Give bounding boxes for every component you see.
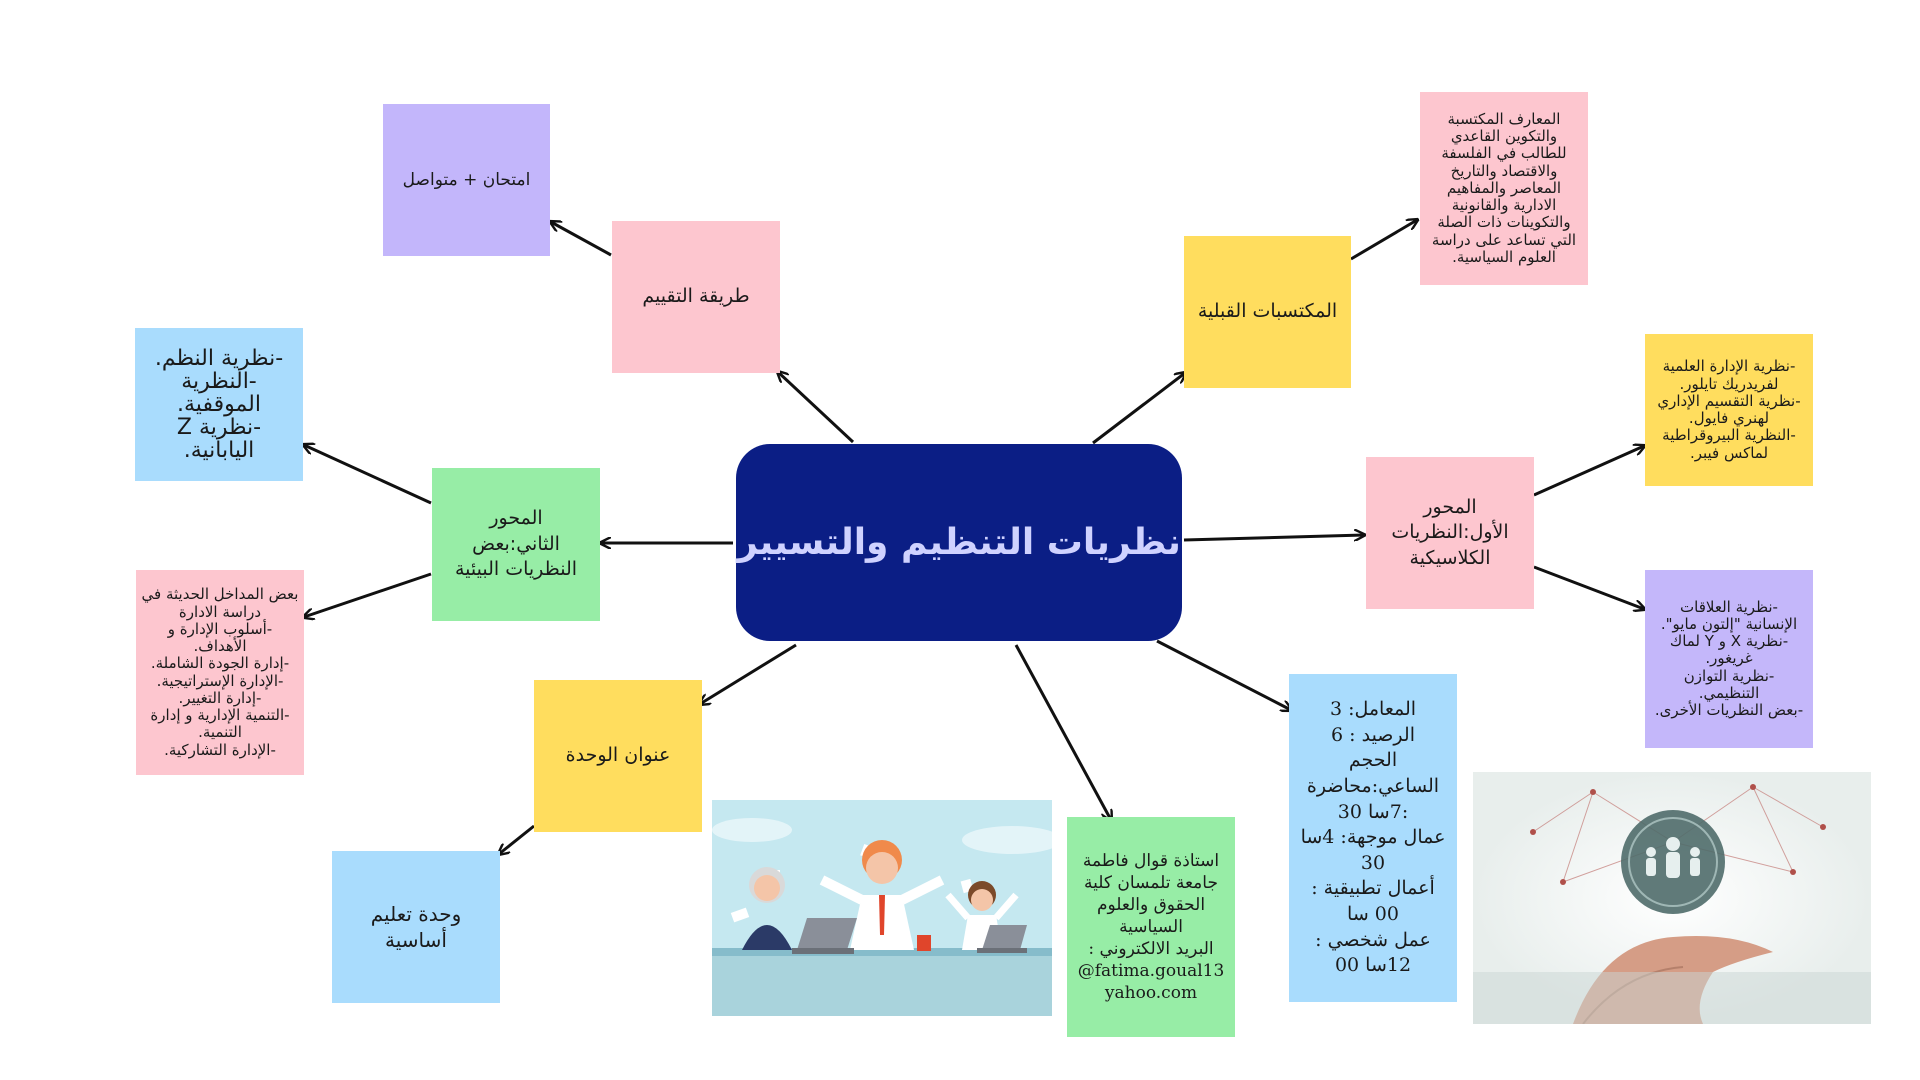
evaluation-detail-text: امتحان + متواصل [402, 169, 531, 190]
axis-one-note: المحور الأول:النظريات الكلاسيكية [1366, 457, 1534, 609]
arrow-center-to-axis-one [1183, 535, 1364, 542]
central-topic-title: نظريات التنظيم والتسيير [737, 522, 1181, 563]
prerequisites-text: المكتسبات القبلية [1197, 300, 1338, 323]
arrow-axis-two-to-approaches [304, 572, 432, 617]
arrow-center-to-unit-title [700, 643, 797, 704]
arrow-axis-one-to-other [1533, 565, 1644, 609]
axis-two-theories-text: -نظرية النظم. -النظرية الموقفية. -نظرية … [154, 345, 284, 464]
hand-network-image [1473, 772, 1871, 1024]
office-illustration-graphic [712, 800, 1052, 1016]
axis-one-text: المحور الأول:النظريات الكلاسيكية [1391, 495, 1509, 569]
arrow-center-to-evaluation [778, 372, 855, 444]
unit-title-note: عنوان الوحدة [534, 680, 702, 832]
arrow-unit-title-to-type [499, 824, 535, 854]
arrow-axis-two-to-theories [304, 445, 432, 505]
prerequisites-detail-note: المعارف المكتسبة والتكوين القاعدي للطالب… [1420, 92, 1588, 285]
arrow-evaluation-to-detail [551, 222, 612, 257]
prerequisites-note: المكتسبات القبلية [1184, 236, 1351, 388]
evaluation-method-note: طريقة التقييم [612, 221, 780, 373]
axis-one-other-text: -نظرية العلاقات الإنسانية "إلتون مايو". … [1654, 597, 1804, 720]
arrow-axis-one-to-classical [1533, 446, 1644, 497]
evaluation-method-text: طريقة التقييم [642, 285, 750, 308]
unit-type-text: وحدة تعليم أساسية [370, 902, 462, 952]
professor-info-text: استاذة قوال فاطمة جامعة تلمسان كلية الحق… [1077, 850, 1225, 1004]
unit-type-note: وحدة تعليم أساسية [332, 851, 500, 1003]
axis-two-approaches-note: بعض المداخل الحديثة في دراسة الادارة -أس… [136, 570, 304, 775]
prerequisites-detail-text: المعارف المكتسبة والتكوين القاعدي للطالب… [1431, 109, 1577, 266]
evaluation-detail-note: امتحان + متواصل [383, 104, 550, 256]
hand-network-graphic [1473, 772, 1871, 1024]
arrow-center-to-professor [1014, 644, 1111, 820]
axis-two-approaches-text: بعض المداخل الحديثة في دراسة الادارة -أس… [141, 585, 299, 759]
axis-two-theories-note: -نظرية النظم. -النظرية الموقفية. -نظرية … [135, 328, 303, 481]
axis-one-classical-note: -نظرية الإدارة العلمية لفريدريك تايلور. … [1645, 334, 1813, 486]
central-topic: نظريات التنظيم والتسيير [736, 444, 1182, 641]
professor-info-note: استاذة قوال فاطمة جامعة تلمسان كلية الحق… [1067, 817, 1235, 1037]
axis-one-other-note: -نظرية العلاقات الإنسانية "إلتون مايو". … [1645, 570, 1813, 748]
arrow-center-to-credits [1156, 639, 1291, 710]
arrow-center-to-prerequisites [1092, 373, 1185, 445]
credits-info-text: المعامل: 3 الرصيد : 6 الحجم الساعي:محاضر… [1300, 697, 1446, 977]
axis-one-classical-text: -نظرية الإدارة العلمية لفريدريك تايلور. … [1657, 357, 1801, 462]
axis-two-note: المحور الثاني:بعض النظريات البيئية [432, 468, 600, 621]
office-workers-illustration [712, 800, 1052, 1016]
credits-info-note: المعامل: 3 الرصيد : 6 الحجم الساعي:محاضر… [1289, 674, 1457, 1002]
axis-two-text: المحور الثاني:بعض النظريات البيئية [454, 507, 578, 581]
unit-title-text: عنوان الوحدة [565, 744, 671, 767]
arrow-prerequisites-to-detail [1350, 220, 1417, 261]
